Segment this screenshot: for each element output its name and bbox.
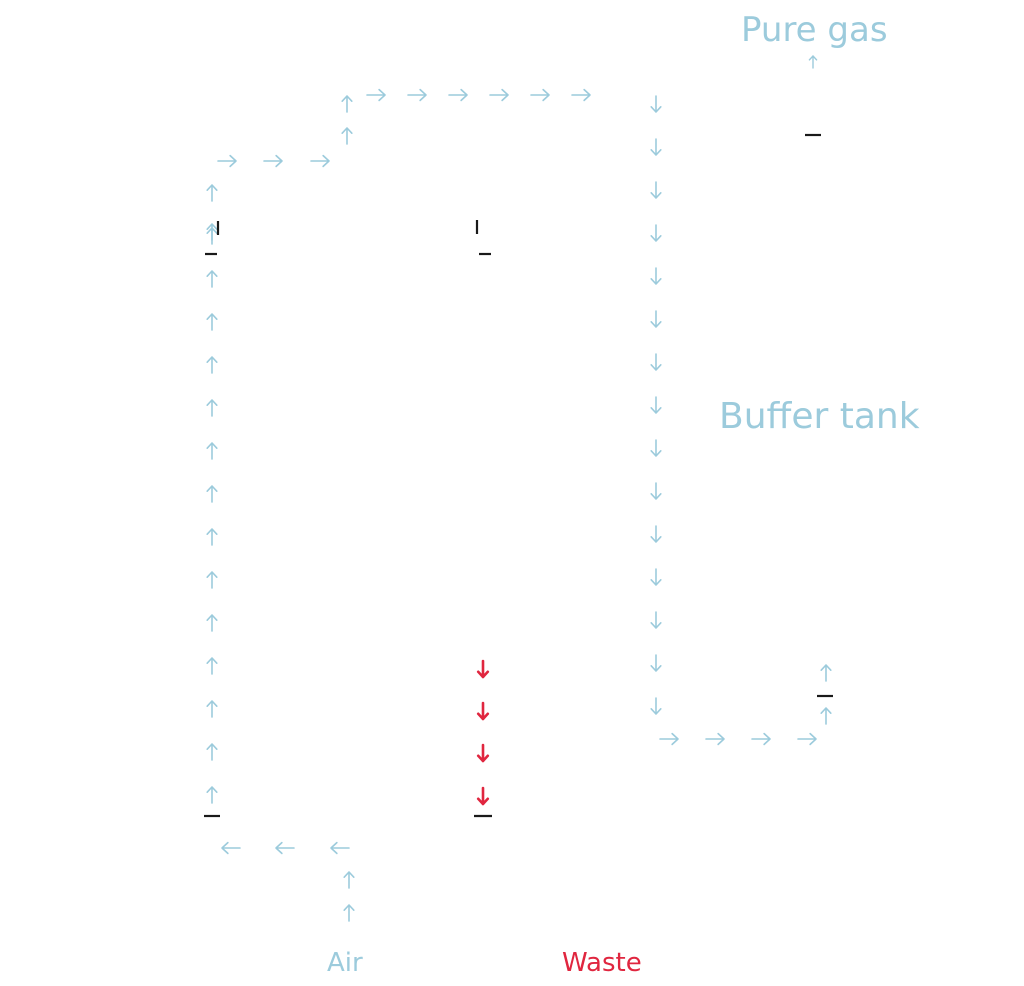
arrow-icon	[659, 732, 679, 746]
arrow-icon	[650, 439, 662, 457]
arrow-icon	[571, 88, 591, 102]
arrow-icon	[206, 356, 218, 374]
arrow-icon	[797, 732, 817, 746]
arrow-icon	[206, 657, 218, 675]
arrow-icon	[275, 841, 295, 855]
arrow-icon	[206, 786, 218, 804]
arrow-icon	[206, 313, 218, 331]
arrow-icon	[206, 399, 218, 417]
arrow-icon	[650, 611, 662, 629]
arrow-icon	[489, 88, 509, 102]
arrow-icon	[206, 485, 218, 503]
arrow-icon	[343, 871, 355, 889]
arrow-icon	[650, 568, 662, 586]
arrow-icon	[206, 743, 218, 761]
arrow-icon	[330, 841, 350, 855]
arrow-icon	[650, 224, 662, 242]
arrow-icon	[650, 95, 662, 113]
arrow-icon	[650, 697, 662, 715]
arrow-icon	[650, 310, 662, 328]
buffer-tank-label: Buffer tank	[719, 396, 920, 437]
arrow-icon	[206, 223, 218, 241]
arrow-icon	[206, 700, 218, 718]
pure-gas-label: Pure gas	[741, 10, 888, 50]
arrow-icon	[448, 88, 468, 102]
arrow-icon	[206, 528, 218, 546]
arrow-icon	[221, 841, 241, 855]
arrow-icon	[366, 88, 386, 102]
arrow-icon	[206, 270, 218, 288]
arrow-icon	[650, 181, 662, 199]
arrow-icon	[650, 396, 662, 414]
arrow-icon	[206, 442, 218, 460]
arrow-icon	[341, 127, 353, 145]
arrow-icon	[820, 664, 832, 682]
arrow-icon	[820, 707, 832, 725]
arrow-icon	[650, 138, 662, 156]
arrow-icon	[341, 95, 353, 113]
arrow-icon	[530, 88, 550, 102]
arrow-icon	[206, 571, 218, 589]
waste-arrow-icon	[476, 786, 490, 806]
waste-arrow-icon	[476, 701, 490, 721]
arrow-icon	[650, 654, 662, 672]
arrow-icon	[206, 184, 218, 202]
waste-arrow-icon	[476, 743, 490, 763]
waste-arrow-icon	[476, 659, 490, 679]
arrow-icon	[310, 154, 330, 168]
air-label: Air	[327, 948, 363, 978]
arrow-icon	[650, 482, 662, 500]
arrow-icon	[705, 732, 725, 746]
arrow-icon	[808, 55, 818, 69]
arrow-icon	[206, 614, 218, 632]
arrow-icon	[650, 267, 662, 285]
arrow-icon	[263, 154, 283, 168]
arrow-icon	[650, 525, 662, 543]
arrow-icon	[407, 88, 427, 102]
arrow-icon	[650, 353, 662, 371]
arrow-icon	[217, 154, 237, 168]
waste-label: Waste	[562, 948, 642, 978]
arrow-icon	[751, 732, 771, 746]
arrow-icon	[343, 904, 355, 922]
